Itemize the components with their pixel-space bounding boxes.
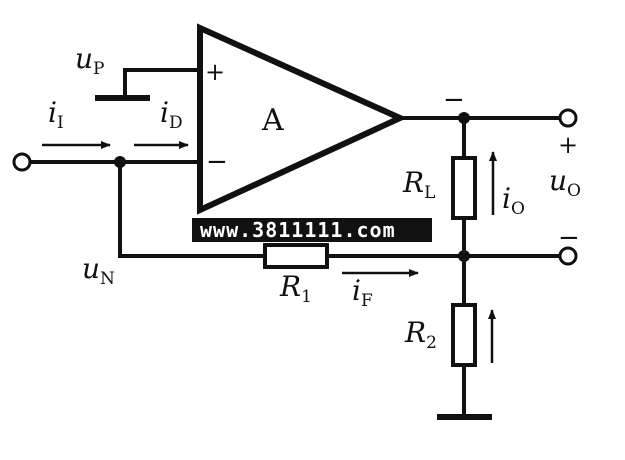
op-amp-minus-sign: − [206,147,228,177]
output-terminal-top [558,108,578,128]
label-if: iF [352,274,373,311]
label-id: iD [160,96,183,133]
label-un: uN [82,252,115,289]
feedback-wire-left [118,160,267,258]
resistor-r1 [263,243,329,269]
op-amp-label: A [261,103,284,138]
label-ii: iI [48,96,64,133]
watermark-text: www.3811111.com [200,218,396,242]
resistor-rl [451,156,477,220]
output-plus-sign: + [558,131,578,159]
op-amp-triangle [197,23,408,215]
op-amp-plus-sign: + [205,58,225,86]
resistor-r2 [451,303,477,367]
label-rl: RL [402,166,435,203]
label-r1: R1 [279,270,312,307]
non-inverting-input-wire [123,68,202,98]
label-io: iO [502,182,525,219]
output-minus-sign-top: − [443,85,465,115]
input-terminal [12,152,32,172]
label-up: uP [75,42,105,79]
label-r2: R2 [404,316,437,353]
output-minus-sign-bottom: − [558,223,580,253]
output-terminal-bottom [558,246,578,266]
watermark-background [192,218,432,242]
label-uo: uO [549,164,581,201]
